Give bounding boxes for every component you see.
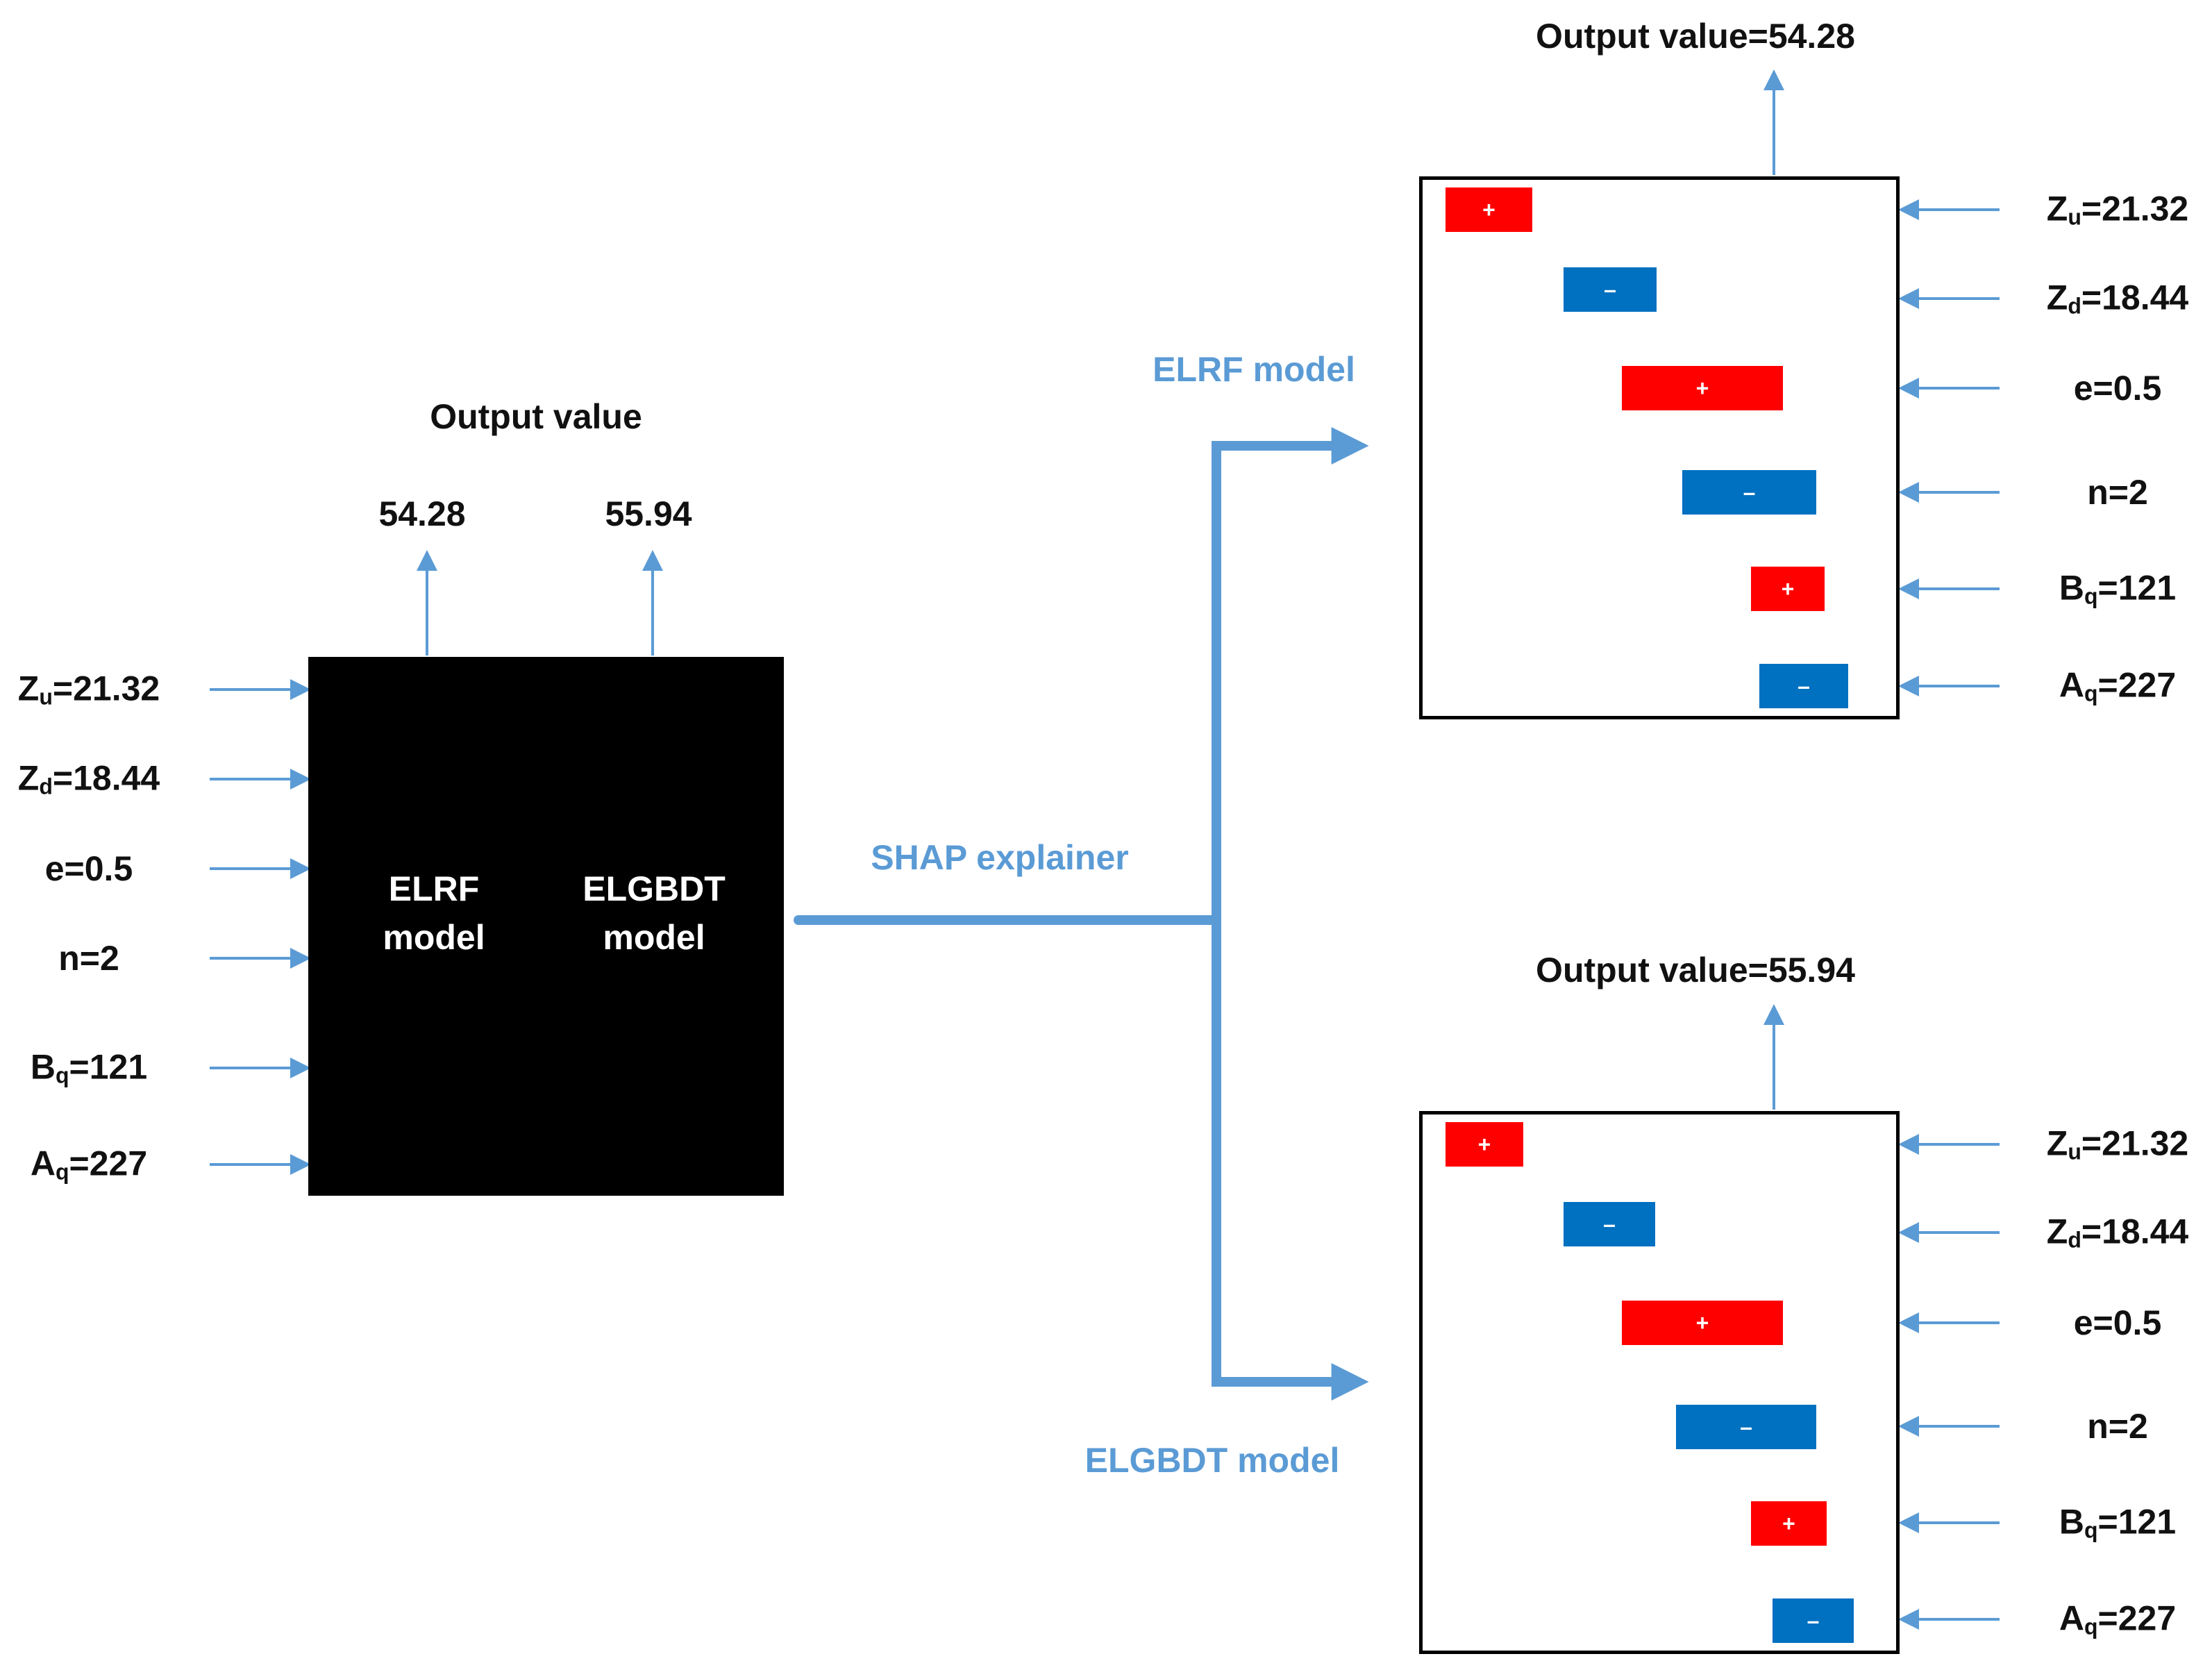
panel2-input-label-n-symbol: n=2: [2087, 1407, 2148, 1446]
input-label-zd-subscript: d: [39, 774, 53, 799]
output-value-elrf: 54.28: [378, 494, 466, 533]
input-label-zd-value: =18.44: [52, 758, 160, 798]
panel2-input-label-zd-subscript: d: [2068, 1227, 2081, 1253]
panel1-shap-bar-zd-negative: –: [1564, 267, 1657, 312]
output-value-elgbdt: 55.94: [605, 494, 692, 533]
model-elgbdt-label: ELGBDT model: [583, 865, 726, 962]
panel1-input-label-zu-subscript: u: [2068, 204, 2081, 230]
panel2-input-label-zu-subscript: u: [2068, 1139, 2081, 1164]
panel1-input-label-bq: Bq=121: [2059, 571, 2176, 608]
input-label-zu: Zu=21.32: [18, 671, 160, 708]
model-elrf-label: ELRF model: [383, 865, 485, 962]
model-elgbdt-line1: ELGBDT: [583, 869, 726, 908]
input-label-e: e=0.5: [45, 851, 133, 886]
panel2-input-label-e: e=0.5: [2074, 1305, 2162, 1340]
input-label-n-symbol: n=2: [58, 939, 119, 978]
panel2-input-label-zu: Zu=21.32: [2047, 1126, 2188, 1163]
input-label-bq-symbol: B: [30, 1047, 56, 1087]
input-label-aq: Aq=227: [31, 1146, 147, 1183]
input-label-zu-subscript: u: [39, 684, 53, 710]
elrf-shap-panel: [1419, 176, 1900, 719]
panel1-input-label-zu-value: =21.32: [2081, 189, 2189, 228]
panel2-input-label-zd: Zd=18.44: [2047, 1214, 2188, 1251]
panel1-input-label-bq-subscript: q: [2084, 583, 2098, 609]
panel2-input-label-zd-value: =18.44: [2081, 1212, 2189, 1251]
panel2-input-label-bq: Bq=121: [2059, 1505, 2176, 1542]
panel1-input-label-bq-value: =121: [2097, 568, 2177, 608]
model-elgbdt-line2: model: [603, 918, 705, 957]
panel2-input-label-bq-subscript: q: [2084, 1517, 2098, 1543]
panel1-shap-bar-bq-positive: +: [1751, 567, 1825, 611]
panel1-input-label-aq-value: =227: [2097, 665, 2177, 705]
panel1-input-label-zd: Zd=18.44: [2047, 281, 2188, 317]
panel2-shap-bar-zd-negative: –: [1564, 1202, 1655, 1246]
panel1-input-label-e: e=0.5: [2074, 371, 2162, 406]
panel1-shap-bar-aq-negative: –: [1759, 664, 1848, 708]
elgbdt-output-label: Output value=55.94: [1536, 951, 1855, 990]
panel1-input-label-aq-subscript: q: [2084, 680, 2098, 706]
panel2-input-label-e-symbol: e=0.5: [2073, 1303, 2162, 1342]
black-box-model: [308, 657, 784, 1196]
panel2-shap-bar-n-negative: –: [1676, 1405, 1816, 1449]
panel2-input-label-n: n=2: [2087, 1409, 2148, 1444]
output-value-heading: Output value: [430, 397, 642, 436]
input-label-bq: Bq=121: [31, 1050, 147, 1087]
panel1-input-label-zd-symbol: Z: [2046, 278, 2068, 317]
panel1-input-label-zu-symbol: Z: [2046, 189, 2068, 228]
panel2-input-label-aq: Aq=227: [2059, 1601, 2176, 1638]
panel1-input-label-aq: Aq=227: [2059, 668, 2176, 705]
panel2-input-label-zu-symbol: Z: [2046, 1124, 2068, 1163]
elrf-model-label: ELRF model: [1153, 350, 1355, 389]
panel1-input-label-aq-symbol: A: [2059, 665, 2084, 705]
panel2-input-label-aq-subscript: q: [2084, 1614, 2098, 1639]
panel2-input-label-aq-value: =227: [2097, 1598, 2177, 1638]
input-label-aq-value: =227: [69, 1144, 148, 1183]
model-elrf-line1: ELRF: [388, 869, 480, 908]
input-label-zd-symbol: Z: [17, 758, 40, 798]
input-label-e-symbol: e=0.5: [44, 849, 133, 888]
panel1-shap-bar-zu-positive: +: [1446, 187, 1532, 232]
elgbdt-model-label: ELGBDT model: [1084, 1441, 1340, 1480]
panel2-input-label-zu-value: =21.32: [2081, 1124, 2189, 1163]
input-label-n: n=2: [58, 941, 119, 976]
elgbdt-shap-panel: [1419, 1111, 1900, 1654]
panel1-input-label-n-symbol: n=2: [2087, 473, 2148, 512]
panel1-input-label-zd-subscript: d: [2068, 293, 2081, 319]
panel1-input-label-zd-value: =18.44: [2081, 278, 2189, 317]
panel1-input-label-bq-symbol: B: [2059, 568, 2084, 608]
panel1-shap-bar-e-positive: +: [1622, 366, 1783, 410]
panel1-input-label-zu: Zu=21.32: [2047, 192, 2188, 228]
panel1-shap-bar-n-negative: –: [1682, 470, 1816, 515]
panel2-input-label-bq-value: =121: [2097, 1502, 2177, 1542]
input-label-zd: Zd=18.44: [18, 761, 160, 798]
panel2-shap-bar-zu-positive: +: [1446, 1122, 1523, 1167]
input-label-aq-subscript: q: [55, 1159, 69, 1185]
model-elrf-line2: model: [383, 918, 485, 957]
panel2-shap-bar-e-positive: +: [1622, 1301, 1783, 1345]
panel1-input-label-n: n=2: [2087, 475, 2148, 510]
shap-explainer-label: SHAP explainer: [871, 838, 1129, 877]
panel2-shap-bar-bq-positive: +: [1751, 1501, 1827, 1546]
input-label-bq-value: =121: [69, 1047, 148, 1087]
input-label-aq-symbol: A: [30, 1144, 56, 1183]
input-label-bq-subscript: q: [55, 1062, 69, 1088]
input-label-zu-value: =21.32: [52, 669, 160, 708]
panel1-input-label-e-symbol: e=0.5: [2073, 369, 2162, 408]
input-label-zu-symbol: Z: [17, 669, 40, 708]
panel2-input-label-aq-symbol: A: [2059, 1598, 2084, 1638]
panel2-input-label-bq-symbol: B: [2059, 1502, 2084, 1542]
panel2-shap-bar-aq-negative: –: [1773, 1598, 1854, 1643]
elrf-output-label: Output value=54.28: [1536, 17, 1855, 56]
panel2-input-label-zd-symbol: Z: [2046, 1212, 2068, 1251]
